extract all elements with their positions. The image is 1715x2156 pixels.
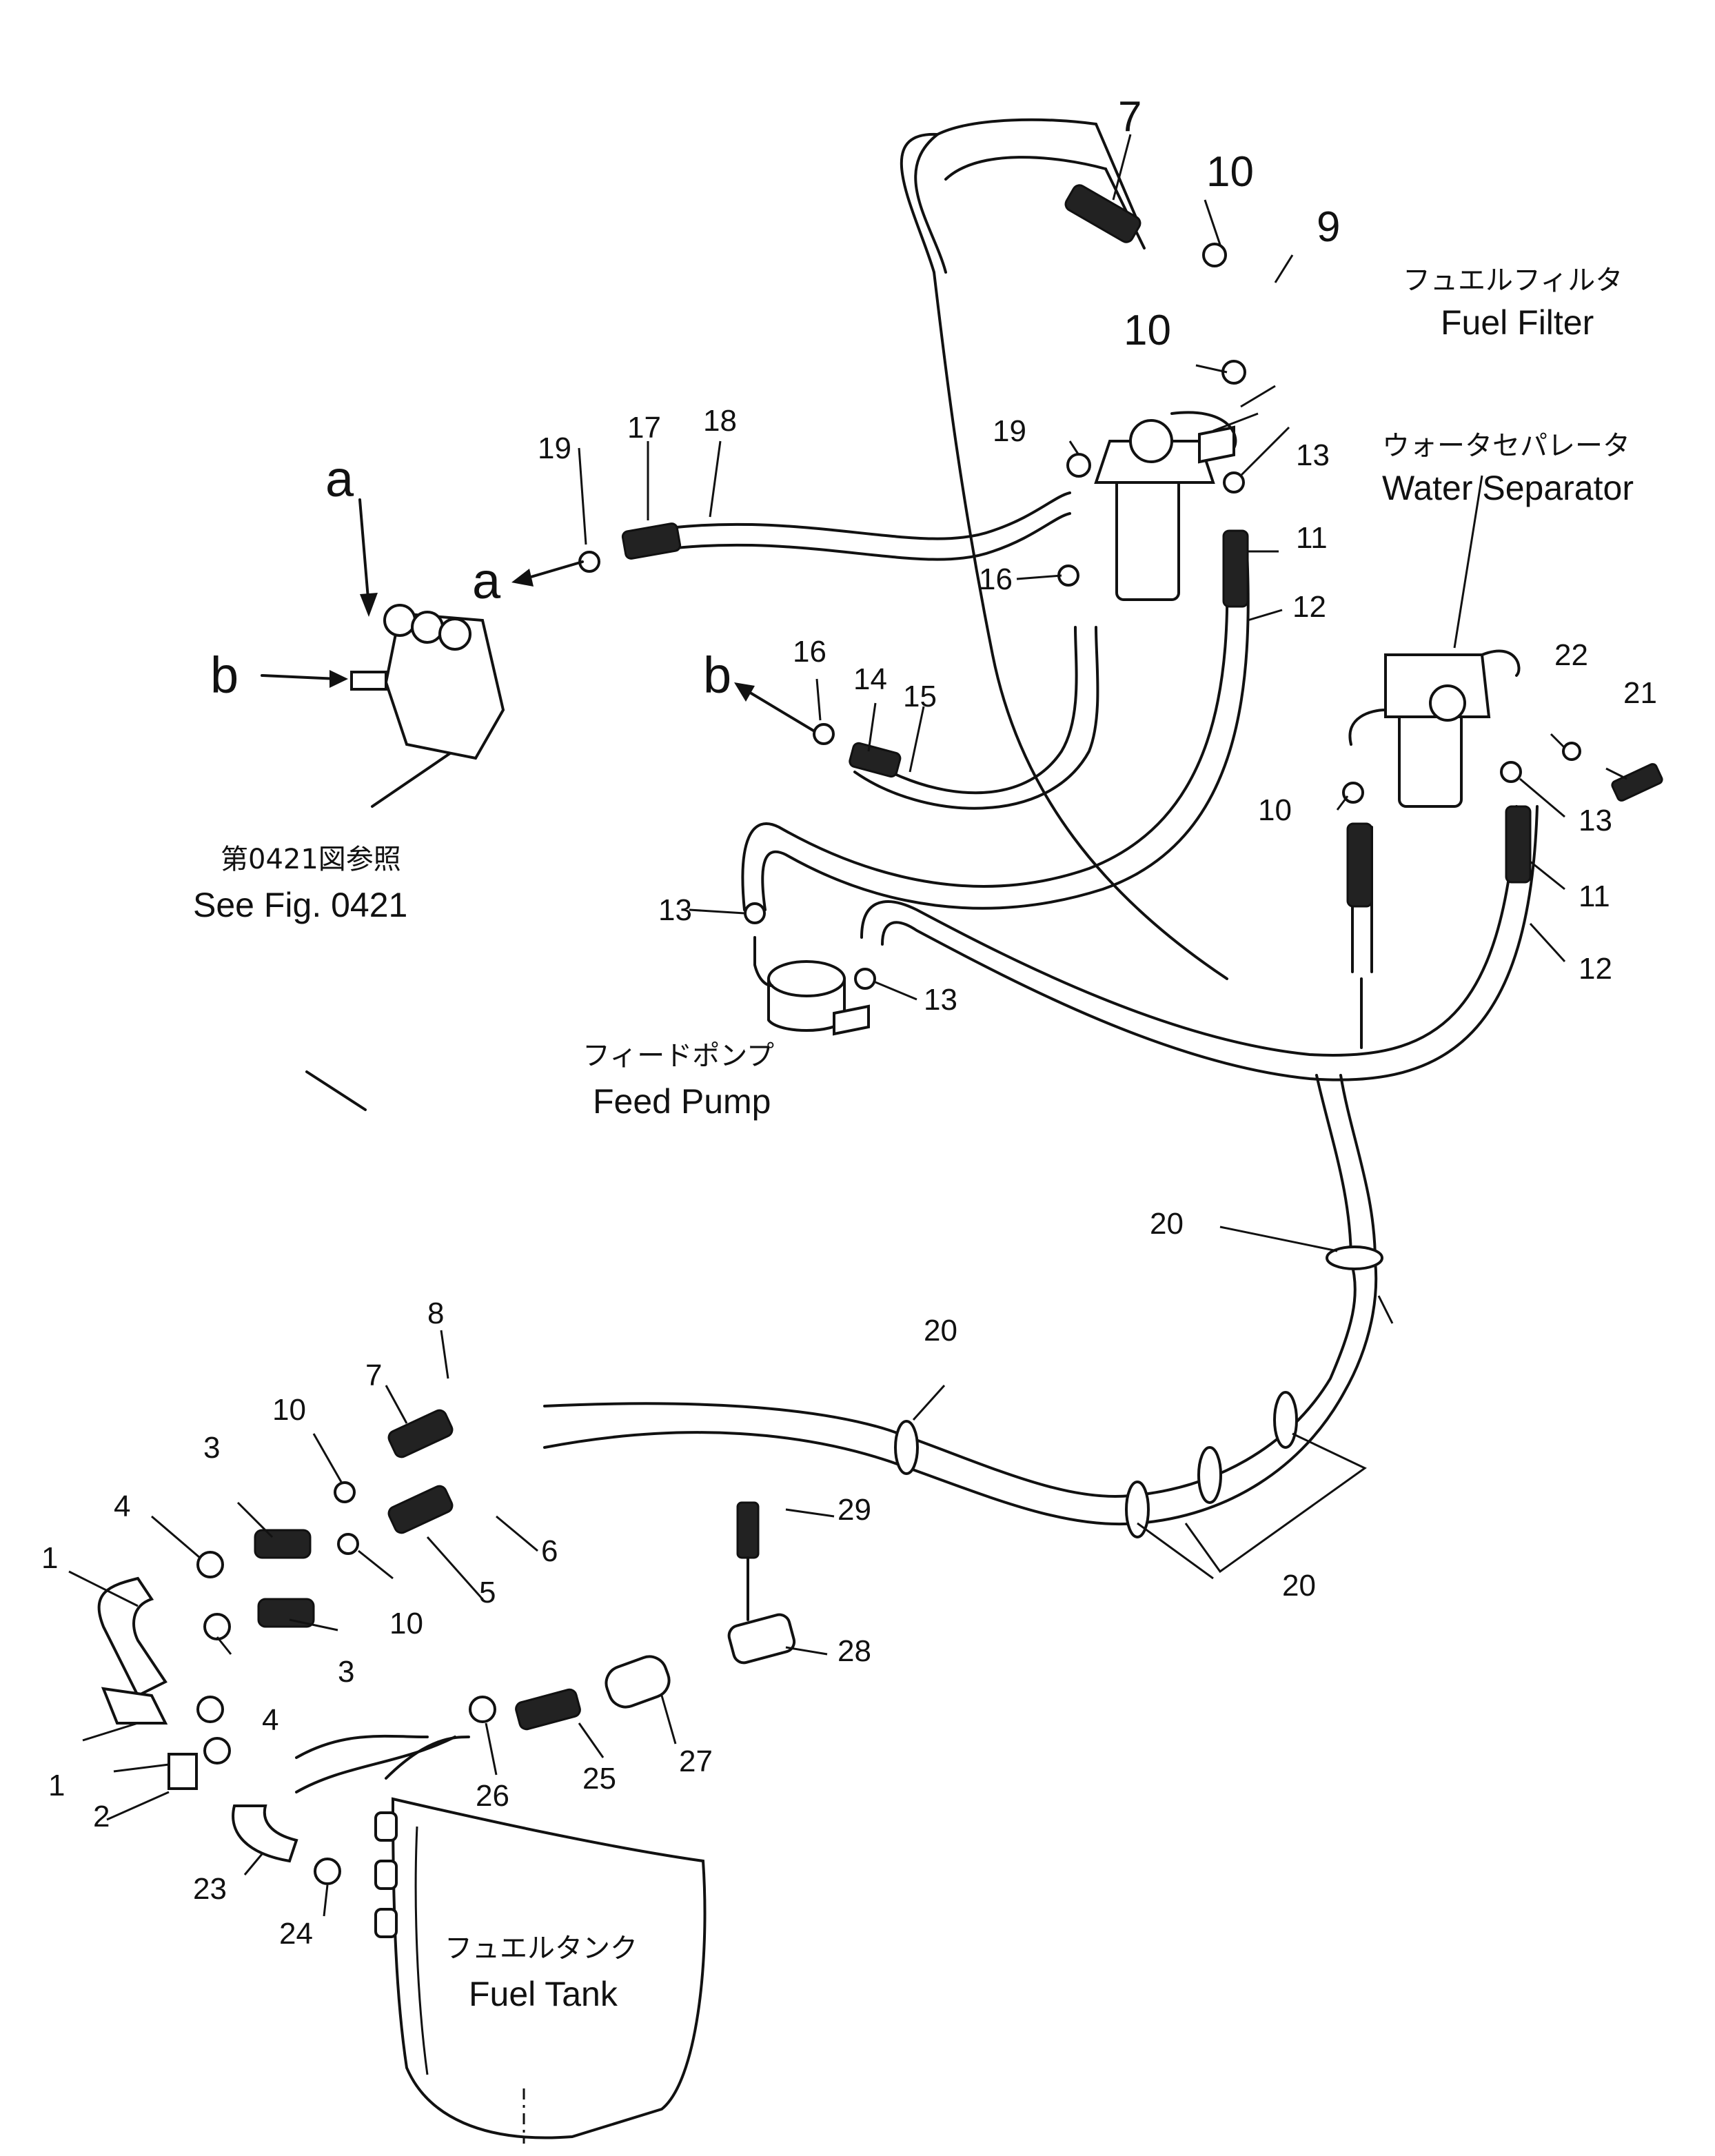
part-number: 19 [538, 431, 571, 465]
feed-pump [753, 936, 870, 1036]
part-number: 5 [479, 1576, 496, 1609]
part-number: 1 [41, 1541, 58, 1575]
part-number: 7 [365, 1359, 382, 1392]
part-number: 13 [1296, 438, 1330, 472]
part-number: 23 [193, 1872, 227, 1906]
part-number: 26 [476, 1779, 509, 1813]
part-number: 21 [1623, 676, 1657, 710]
part-number: 11 [1296, 521, 1328, 555]
part-number: 3 [203, 1431, 220, 1465]
part-number: 15 [903, 680, 937, 713]
fuel-filter [1094, 411, 1237, 601]
part-number: 10 [389, 1607, 423, 1640]
part-number: 29 [838, 1493, 871, 1527]
part-number: 11 [1579, 879, 1610, 913]
connection-letter: a [325, 450, 354, 507]
part-number: 25 [582, 1762, 616, 1796]
leader-lines [68, 134, 1627, 1917]
part-number: 16 [793, 635, 826, 669]
see-fig-caption: See Fig. 0421 [193, 886, 407, 924]
part-number: 10 [1206, 148, 1254, 196]
part-number: 2 [93, 1800, 110, 1833]
part-number: 7 [1118, 93, 1141, 141]
part-number: 16 [979, 562, 1013, 596]
part-number: 6 [541, 1534, 558, 1568]
part-number: 9 [1317, 203, 1340, 251]
part-number: 13 [658, 893, 692, 927]
fittings [97, 184, 1663, 1885]
part-number: 12 [1292, 590, 1326, 624]
fuel-filter-caption: Fuel Filter [1441, 303, 1594, 342]
fuel-tank-caption-ja: フュエルタンク [445, 1933, 638, 1964]
part-number: 17 [627, 411, 661, 445]
part-number: 22 [1554, 638, 1588, 672]
part-number: 20 [924, 1314, 957, 1348]
water-separator-caption: Water Separator [1382, 469, 1634, 507]
water-separator-caption-ja: ウォータセパレータ [1382, 430, 1630, 462]
fuel-filter-caption-ja: フュエルフィルタ [1403, 265, 1623, 296]
part-number: 20 [1150, 1207, 1184, 1241]
part-number: 27 [679, 1745, 713, 1778]
part-number: 8 [427, 1296, 444, 1330]
connection-letter: b [703, 647, 731, 704]
part-number: 28 [838, 1634, 871, 1668]
feed-pump-caption: Feed Pump [593, 1082, 771, 1121]
fuel-tank [374, 1797, 707, 2144]
connection-letter: b [210, 647, 239, 704]
part-number: 10 [1258, 793, 1292, 827]
water-separator [1348, 649, 1521, 808]
part-number: 20 [1282, 1569, 1316, 1603]
part-number: 24 [279, 1917, 313, 1951]
part-number: 14 [853, 662, 887, 696]
see-fig-caption-ja: 第0421図参照 [221, 844, 401, 875]
captions: フュエルフィルタ Fuel Filter ウォータセパレータ Water Sep… [193, 265, 1634, 2013]
part-number: 12 [1579, 952, 1612, 986]
part-number-labels: 7 10 9 10 19 13 11 12 16 19 17 18 16 14 … [41, 93, 1657, 1951]
arrows [261, 498, 815, 732]
injection-pump [350, 604, 505, 760]
feed-pump-caption-ja: フィードポンプ [582, 1040, 774, 1072]
part-number: 18 [703, 404, 737, 438]
part-number: 13 [924, 983, 957, 1017]
part-number: 19 [993, 414, 1026, 448]
connection-letter: a [472, 552, 501, 609]
part-number: 1 [48, 1769, 65, 1802]
fuel-tank-caption: Fuel Tank [469, 1975, 618, 2013]
hose-lines [295, 118, 1539, 1793]
connection-letters: a a b b [210, 450, 731, 704]
part-number: 10 [272, 1393, 306, 1427]
part-number: 13 [1579, 804, 1612, 837]
part-number: 10 [1124, 307, 1171, 354]
part-number: 4 [114, 1489, 130, 1523]
part-number: 3 [338, 1655, 354, 1689]
part-number: 4 [262, 1703, 278, 1737]
